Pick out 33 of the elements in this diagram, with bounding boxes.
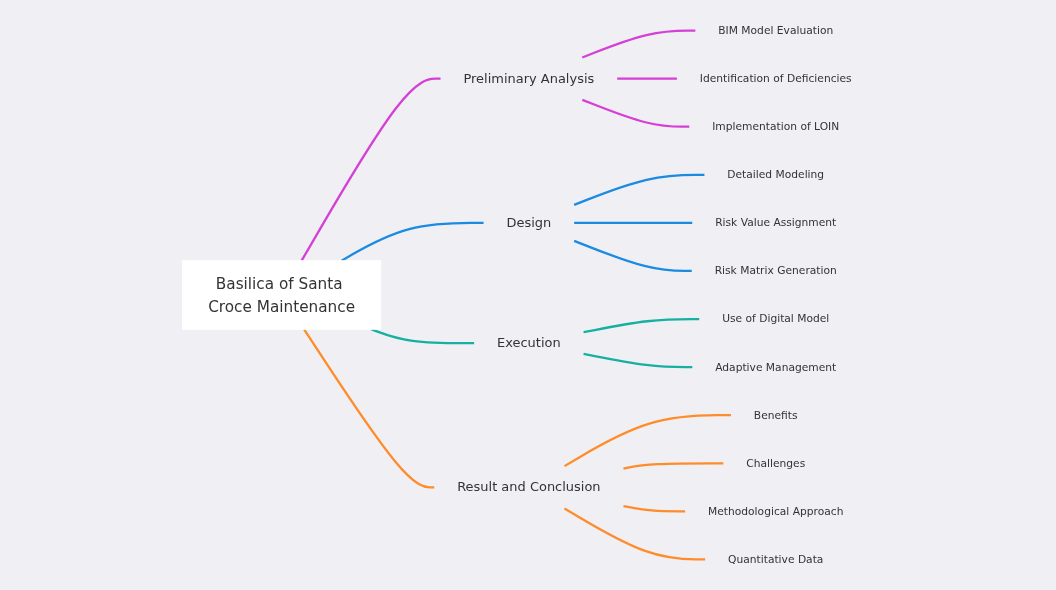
node-text: Implementation of LOIN (711, 120, 839, 133)
connector (302, 328, 434, 489)
node-text: Detailed Modeling (726, 168, 824, 181)
node-text: BIM Model Evaluation (717, 24, 833, 37)
connector (340, 221, 484, 262)
connector (622, 462, 723, 470)
connector (563, 414, 731, 468)
node-text: Benefits (753, 408, 798, 421)
node-text: Challenges (745, 456, 805, 469)
connector (581, 98, 689, 128)
connector (573, 221, 692, 225)
node-box: Basilica of Santa Croce Maintenance (181, 260, 381, 330)
connector (370, 328, 474, 345)
connector (582, 352, 692, 369)
node-text: Use of Digital Model (721, 312, 829, 325)
connector (582, 317, 699, 334)
node-text: Quantitative Data (727, 552, 823, 566)
connector (573, 173, 704, 206)
connector (622, 504, 685, 513)
node-text: Result and Conclusion (456, 479, 601, 495)
node-text: Adaptive Management (714, 360, 836, 373)
node-text: Identification of Deficiencies (699, 72, 852, 85)
connector (616, 77, 677, 80)
connector (581, 29, 695, 59)
node-text: Risk Value Assignment (714, 216, 836, 229)
node-text: Preliminary Analysis (462, 70, 594, 86)
connector (573, 239, 692, 273)
connector (563, 507, 705, 561)
node-text: Methodological Approach (707, 504, 843, 518)
connector (300, 77, 441, 262)
node-text: Execution (496, 334, 561, 351)
node-text: Risk Matrix Generation (714, 264, 837, 277)
node-text: Design (505, 214, 551, 230)
